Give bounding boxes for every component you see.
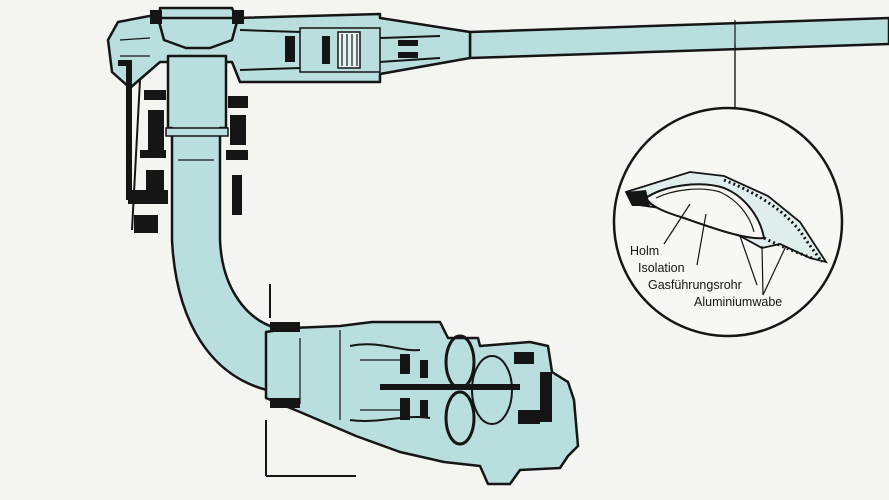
blade-section-inset (612, 106, 844, 338)
label-aluminiumwabe: Aluminiumwabe (694, 295, 783, 309)
rotor-blade (468, 16, 889, 110)
gas-duct (165, 54, 278, 394)
label-holm: Holm (630, 244, 660, 258)
label-gasfuehrungsrohr: Gasführungsrohr (648, 278, 742, 292)
rotor-mast-controls (118, 60, 248, 233)
label-isolation: Isolation (638, 261, 685, 275)
rotor-hub (106, 6, 472, 90)
gas-turbine-engine (264, 320, 580, 486)
mounting-rails (265, 284, 356, 477)
